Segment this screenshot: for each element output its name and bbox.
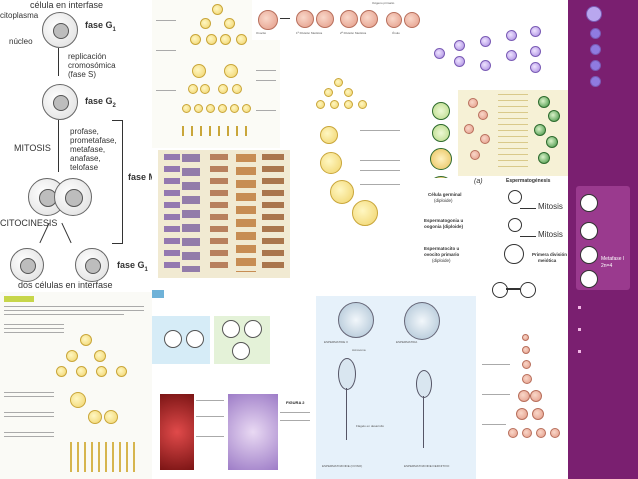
acrosoma-label: Acrosoma <box>352 348 366 352</box>
espermatogonia-label: Espermatogonia u <box>424 218 464 223</box>
interphase-bottom-label: dos células en interfase <box>18 280 113 290</box>
pink-cells-panel <box>478 324 568 479</box>
mitosis-2-label: Mitosis <box>538 230 563 239</box>
fase-m-label: fase M <box>128 172 152 182</box>
mitosis-1-label: Mitosis <box>538 202 563 211</box>
fase-s-label: (fase S) <box>68 70 97 79</box>
purple-bottom-panel <box>568 298 638 479</box>
mitosis-step-2: prometafase, <box>70 136 117 145</box>
primera-division-label-b: meiótica <box>538 258 557 263</box>
spermatozoon-label-2: ESPERMATOZOIDE DEFINITIVO <box>404 464 450 468</box>
meiosis-cell-left <box>492 282 508 298</box>
meiosis-cell-bridge <box>506 288 520 290</box>
cell-interphase-title: célula en interfase <box>30 0 104 10</box>
germ-cell <box>508 190 522 204</box>
arrow-1 <box>58 48 59 76</box>
mitosis-label: MITOSIS <box>14 143 51 153</box>
purple-metafase-label: Metafase I <box>601 256 625 262</box>
phase-g2-label: fase G2 <box>85 96 116 109</box>
spermatogenesis-columns-panel <box>158 150 290 278</box>
cell-cycle-panel: célula en interfase citoplasma núcleo fa… <box>0 0 152 290</box>
arrow-2 <box>58 120 59 172</box>
textbook-page-panel <box>0 292 152 479</box>
meiosis-small-panel <box>428 20 568 80</box>
mitosis-step-5: telofase <box>70 163 99 172</box>
oogenesis-strip-panel: Oógeno primario Ovocito 1ª División Meió… <box>252 0 424 40</box>
spermatid-panel: ESPERMATIDE II ESPERMATIDA Acrosoma Flag… <box>316 296 476 479</box>
spermatozoon-label-1: ESPERMATOZOIDE (OVINO) <box>322 464 363 468</box>
histology-panel: FIGURA 2 <box>156 386 316 479</box>
arrow-split-right <box>61 222 72 244</box>
mitosis-step-1: profase, <box>70 127 99 136</box>
replicacion-label: replicación <box>68 52 107 61</box>
figura-2-label: FIGURA 2 <box>286 400 305 405</box>
fase-m-bracket <box>112 120 123 244</box>
espermatocito-label: Espermatocito u <box>424 246 460 251</box>
oogenesis-title: Oógeno primario <box>372 1 395 5</box>
celula-germinal-label: Célula germinal <box>428 192 462 197</box>
primera-division-label: Primera división <box>532 252 568 257</box>
mitosis-step-3: metafase, <box>70 145 106 154</box>
spermatogonium-cell <box>508 218 522 232</box>
phase-g1b-label: fase G1 <box>117 260 148 273</box>
phase-g1-label: fase G1 <box>85 20 116 33</box>
oogenesis-label-4: Óvulo <box>392 31 400 35</box>
nucleo-label: núcleo <box>9 37 33 46</box>
fig-a-label: (a) <box>474 178 483 185</box>
espermatocito-label-c: (diploide) <box>432 258 451 263</box>
oogenesis-label-2: 1ª División Meiótica <box>296 31 323 35</box>
interphase-cell-top <box>42 12 78 48</box>
g2-cell <box>42 84 78 120</box>
oogenesis-label-3: 2ª División Meiótica <box>340 31 367 35</box>
citocinesis-label: CITOCINESIS <box>0 218 58 228</box>
cromosomica-label: cromosómica <box>68 61 116 70</box>
flagelo-label: Flagelo en desarrollo <box>356 424 385 428</box>
espermatocito-label-b: ovocito primario <box>424 252 460 257</box>
purple-chromosome-panel: Metafase I 2n=4 <box>568 0 638 298</box>
mitosis-2-arrow <box>520 236 536 237</box>
spermatid-label-1: ESPERMATIDE II <box>324 340 348 344</box>
espermatogenesis-title: Espermatogénesis <box>506 178 551 184</box>
spermatid-label-2: ESPERMATIDA <box>396 340 418 344</box>
espermatogonia-label-b: oogonia (diploide) <box>424 224 463 229</box>
dividing-cell <box>28 178 92 216</box>
oogenesis-follicle-panel <box>300 70 418 230</box>
mitosis-step-4: anafase, <box>70 154 101 163</box>
blue-micrograph-panel <box>152 290 272 382</box>
oogenesis-label-1: Ovocito <box>256 31 267 35</box>
green-comparison-panel <box>458 90 568 176</box>
celula-germinal-sub: (diploide) <box>434 198 453 203</box>
daughter-cell-right <box>75 248 109 282</box>
meiosis-cell-right <box>520 282 536 298</box>
spermatocyte-cell <box>504 244 524 264</box>
daughter-cell-left <box>10 248 44 282</box>
purple-2n-label: 2n=4 <box>601 263 613 269</box>
mitosis-1-arrow <box>520 208 536 209</box>
citoplasma-label: citoplasma <box>0 11 39 20</box>
